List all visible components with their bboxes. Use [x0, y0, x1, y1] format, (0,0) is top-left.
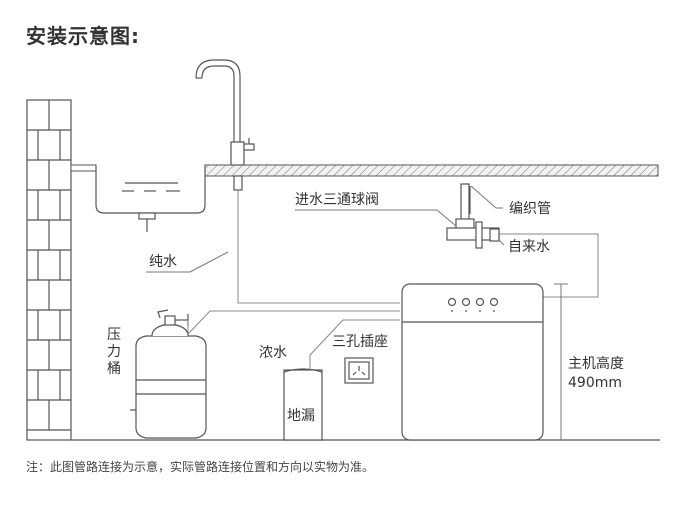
purifier-unit	[401, 283, 544, 441]
label-pressure-tank-3: 桶	[107, 361, 121, 377]
tank-pipe	[187, 310, 400, 336]
tap-water-pipe	[499, 233, 599, 298]
footnote: 注：此图管路连接为示意，实际管路连接位置和方向以实物为准。	[26, 460, 375, 474]
tee-valve	[446, 183, 500, 249]
label-tee-valve: 进水三通球阀	[295, 192, 379, 208]
page-title: 安装示意图:	[26, 24, 140, 48]
faucet	[195, 59, 255, 191]
label-host-height-value: 490mm	[568, 375, 622, 391]
pure-water-pipe	[237, 190, 400, 304]
pressure-tank	[130, 309, 207, 439]
label-pressure-tank-2: 力	[107, 344, 121, 360]
label-pure-water: 纯水	[149, 254, 177, 270]
label-waste-water: 浓水	[259, 345, 287, 361]
label-floor-drain: 地漏	[287, 408, 315, 424]
socket-icon	[344, 357, 374, 384]
label-tap-water: 自来水	[508, 239, 550, 255]
label-socket: 三孔插座	[332, 334, 388, 350]
height-dimension	[554, 283, 568, 440]
floor-drain	[283, 368, 323, 441]
label-pressure-tank-1: 压	[107, 327, 121, 343]
sink	[95, 165, 206, 232]
label-host-height: 主机高度	[568, 355, 624, 372]
brick-wall	[26, 99, 72, 441]
waste-water-pipe	[309, 319, 400, 370]
label-braided-pipe: 编织管	[509, 201, 551, 217]
